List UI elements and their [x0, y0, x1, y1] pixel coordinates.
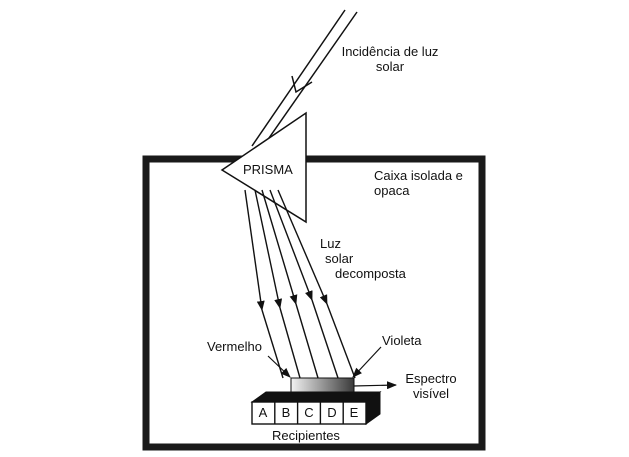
container-b: B	[281, 405, 291, 420]
red-pointer-arrow	[267, 355, 291, 378]
incidence-label-line1: Incidência de luz	[341, 44, 439, 59]
containers-label: Recipientes	[272, 428, 340, 443]
ray-3	[261, 189, 298, 305]
spectrum-label-line1: Espectro	[405, 371, 457, 386]
box-label: Caixa isolada e opaca	[374, 168, 463, 198]
prism-label: PRISMA	[243, 162, 293, 177]
ray-5	[277, 189, 328, 305]
violet-label: Violeta	[382, 333, 422, 348]
incidence-label-line2: solar	[375, 59, 405, 74]
violet-pointer-arrow	[352, 346, 382, 378]
ray-5-end	[326, 303, 356, 379]
ray-2	[254, 189, 283, 309]
ray-2-end	[279, 307, 301, 379]
decomposed-label-line3: decomposta	[335, 266, 406, 281]
decomposed-rays	[244, 189, 356, 379]
box-label-line1: Caixa isolada e	[374, 168, 463, 183]
containers-front	[251, 401, 367, 425]
spectrum-label-line2: visível	[412, 386, 450, 401]
ray-4	[269, 189, 313, 301]
decomposed-label-line2: solar	[325, 251, 354, 266]
containers-block	[250, 391, 382, 425]
container-e: E	[349, 405, 359, 420]
ray-3-end	[295, 303, 319, 379]
incident-light-beam	[251, 9, 358, 149]
decomposed-label-line1: Luz	[320, 236, 341, 251]
container-a: A	[258, 405, 268, 420]
decomposed-light-label: Luz solar decomposta	[320, 236, 406, 281]
spectrum-label: Espectro visível	[396, 371, 466, 401]
visible-spectrum-strip	[290, 377, 355, 393]
red-label: Vermelho	[207, 339, 262, 354]
ray-4-end	[311, 299, 339, 379]
insulated-box	[142, 155, 486, 451]
container-c: C	[304, 405, 314, 420]
container-d: D	[327, 405, 337, 420]
spectrum-pointer-arrow	[352, 381, 397, 390]
containers-top-face	[250, 391, 382, 403]
incidence-label: Incidência de luz solar	[335, 44, 445, 74]
box-label-line2: opaca	[374, 183, 410, 198]
ray-1	[244, 189, 265, 311]
